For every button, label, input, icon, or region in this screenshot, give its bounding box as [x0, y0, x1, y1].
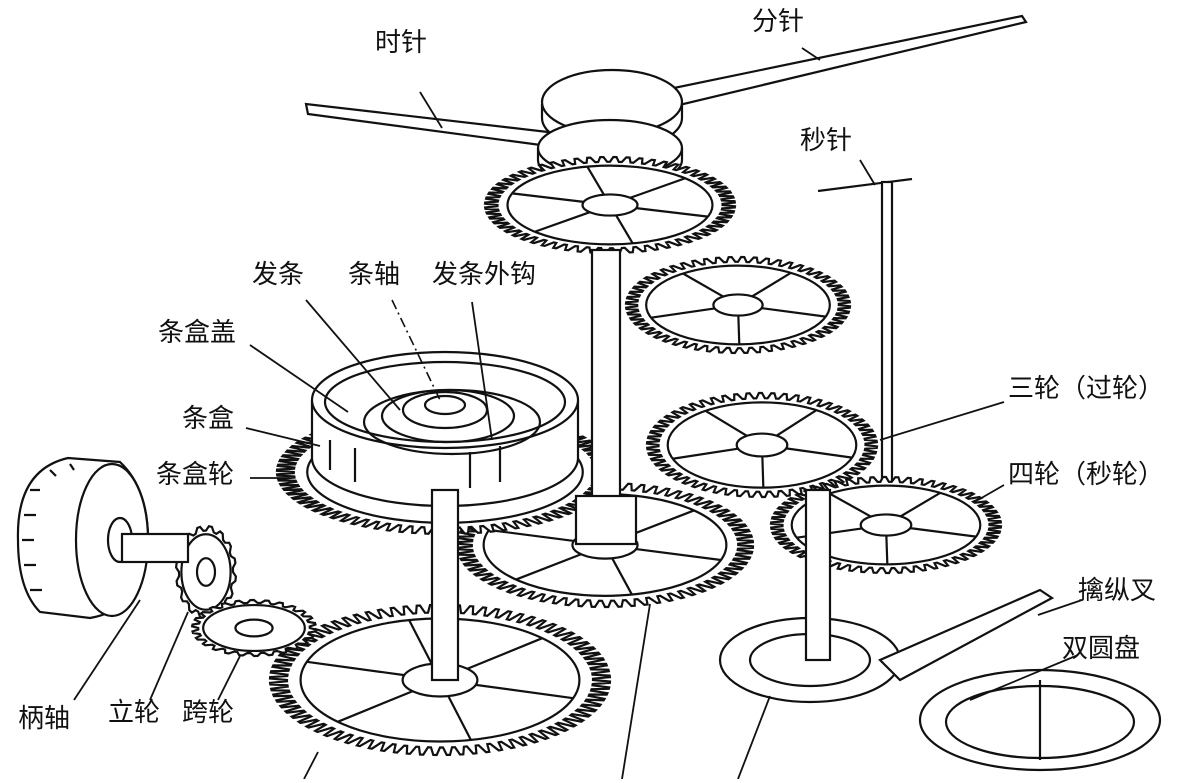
label-second-hand: 秒针 [800, 126, 853, 156]
label-hour-hand: 时针 [375, 28, 428, 58]
label-pallet-fork: 擒纵叉 [1078, 576, 1157, 606]
label-minute-hand: 分针 [752, 7, 805, 37]
label-barrel-wheel: 条盒轮 [156, 460, 235, 490]
label-crown-wheel: 立轮 [108, 698, 161, 728]
escape-wheel [718, 488, 902, 704]
winding-stem-assembly [16, 456, 190, 620]
label-fourth-wheel: 四轮（秒轮） [1008, 460, 1165, 490]
label-mainspring-hook: 发条外钩 [432, 260, 537, 290]
label-intermediate-wheel: 跨轮 [182, 698, 235, 728]
label-double-roller: 双圆盘 [1062, 634, 1141, 664]
label-barrel: 条盒 [182, 404, 235, 434]
intermediate-wheel [190, 598, 318, 658]
center-wheel-arbor [574, 248, 638, 546]
minute-hand [540, 14, 1028, 152]
label-winding-stem: 柄轴 [18, 704, 71, 734]
mainspring-coil [362, 388, 542, 456]
center-wheel [483, 155, 737, 255]
third-wheel [645, 391, 879, 499]
label-mainspring: 发条 [252, 260, 305, 290]
label-third-wheel: 三轮（过轮） [1008, 374, 1165, 404]
leader-lines [73, 47, 1083, 780]
label-barrel-cover: 条盒盖 [158, 318, 237, 348]
upper-third-pinion-wheel [624, 255, 852, 355]
label-arbor: 条轴 [348, 260, 401, 290]
barrel-assembly [310, 350, 580, 682]
